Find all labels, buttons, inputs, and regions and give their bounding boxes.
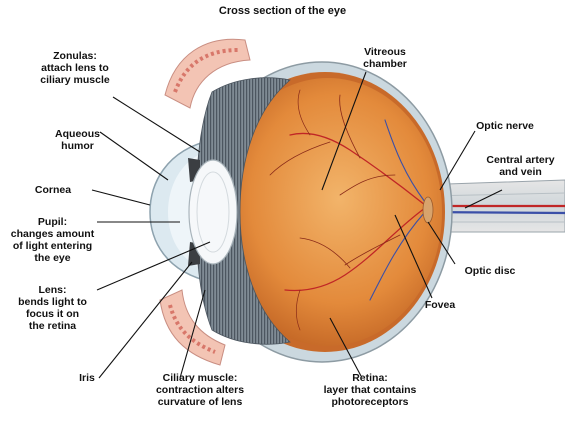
label-retina: Retina: layer that contains photorecepto…	[323, 372, 417, 408]
label-ciliary-muscle: Ciliary muscle: contraction alters curva…	[155, 372, 245, 408]
label-vitreous-chamber: Vitreous chamber	[363, 46, 407, 70]
optic-disc	[422, 196, 434, 224]
label-lens: Lens: bends light to focus it on the ret…	[18, 284, 87, 332]
diagram-title: Cross section of the eye	[218, 5, 347, 17]
label-pupil: Pupil: changes amount of light entering …	[10, 216, 95, 264]
label-fovea: Fovea	[424, 299, 456, 311]
label-iris: Iris	[79, 372, 95, 384]
label-cornea: Cornea	[34, 184, 72, 196]
retinal-vessels	[269, 89, 426, 331]
extraocular-muscle-bottom	[159, 289, 226, 366]
label-optic-disc: Optic disc	[464, 265, 516, 277]
label-aqueous-humor: Aqueous humor	[55, 128, 100, 152]
leader-lines	[91, 71, 503, 379]
extraocular-muscle-top	[164, 38, 251, 109]
vitreous-chamber	[214, 78, 442, 346]
label-central-artery-vein: Central artery and vein	[486, 154, 555, 178]
label-optic-nerve: Optic nerve	[476, 120, 534, 132]
label-zonulas: Zonulas: attach lens to ciliary muscle	[40, 50, 110, 86]
